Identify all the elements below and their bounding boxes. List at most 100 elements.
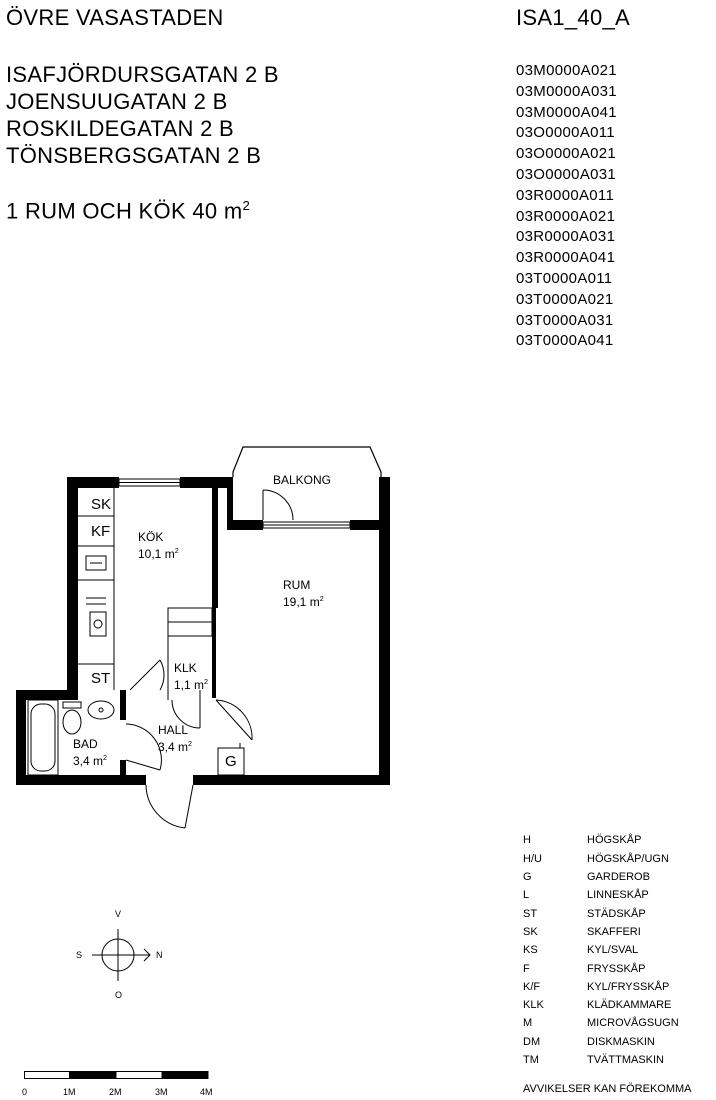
scale-label: 3M xyxy=(155,1087,168,1097)
legend-abbr: KLK xyxy=(523,999,544,1011)
disclaimer: AVVIKELSER KAN FÖREKOMMA xyxy=(523,1083,692,1095)
kitchen-area: 10,1 m2 xyxy=(138,546,179,561)
legend-abbr: KS xyxy=(523,944,538,956)
klk-closet xyxy=(167,607,213,700)
window xyxy=(118,478,181,487)
scale-label: 1M xyxy=(63,1087,76,1097)
room-name: RUM xyxy=(283,578,311,592)
apartment-code: 03R0000A031 xyxy=(516,228,616,246)
room-area: 19,1 m2 xyxy=(283,594,324,609)
apartment-code: 03T0000A021 xyxy=(516,290,614,308)
apartment-code-list: 03M0000A021 03M0000A031 03M0000A041 03O0… xyxy=(516,61,617,352)
balcony-door xyxy=(262,489,294,521)
bathtub xyxy=(27,699,59,776)
legend-abbr: L xyxy=(523,889,530,901)
legend-desc: SKAFFERI xyxy=(587,926,641,938)
apartment-code: 03R0000A021 xyxy=(516,207,616,225)
bathroom-name: BAD xyxy=(73,737,98,751)
apartment-code: 03M0000A041 xyxy=(516,103,617,121)
legend-desc: KYL/FRYSSKÅP xyxy=(587,981,670,993)
legend-desc: MICROVÅGSUGN xyxy=(587,1017,679,1029)
balcony-outline xyxy=(232,446,382,477)
compass-o-label: O xyxy=(115,990,123,1000)
kitchen-counter xyxy=(78,488,115,690)
bathroom-label: BAD 3,4 m2 xyxy=(73,737,107,768)
cabinet-kf-label: KF xyxy=(91,523,111,540)
compass-n-label: N xyxy=(156,950,163,960)
legend-abbr: K/F xyxy=(523,981,541,993)
legend-abbr: H xyxy=(523,834,531,846)
cabinet-st-label: ST xyxy=(91,670,111,687)
apartment-size-text: 1 RUM OCH KÖK 40 m xyxy=(6,198,243,224)
address-line: ISAFJÖRDURSGATAN 2 B xyxy=(6,62,279,87)
apartment-code: 03O0000A031 xyxy=(516,165,617,183)
entrance-door xyxy=(145,784,194,829)
room-door xyxy=(215,699,253,741)
bathroom-door xyxy=(125,723,162,771)
kitchen-name: KÖK xyxy=(138,530,164,544)
kitchen-label: KÖK 10,1 m2 xyxy=(138,530,179,561)
hall-name: HALL xyxy=(158,723,189,737)
walls xyxy=(16,477,390,785)
address-list: ISAFJÖRDURSGATAN 2 B JOENSUUGATAN 2 B RO… xyxy=(6,61,279,169)
apartment-size: 1 RUM OCH KÖK 40 m2 xyxy=(6,192,250,224)
room-label: RUM 19,1 m2 xyxy=(283,578,324,609)
apartment-code: 03M0000A031 xyxy=(516,82,617,100)
address-line: JOENSUUGATAN 2 B xyxy=(6,89,228,114)
apartment-code: 03T0000A031 xyxy=(516,311,614,329)
legend-abbr: DM xyxy=(523,1036,541,1048)
cabinet-sk-label: SK xyxy=(91,496,112,513)
legend-desc: KYL/SVAL xyxy=(587,944,639,956)
window xyxy=(262,521,351,529)
wardrobe xyxy=(217,747,245,776)
sink xyxy=(87,700,115,720)
klk-area: 1,1 m2 xyxy=(174,677,209,692)
wardrobe-label: G xyxy=(225,753,237,770)
legend-desc: STÄDSKÅP xyxy=(587,908,646,920)
kitchen-door xyxy=(129,659,165,691)
district-title: ÖVRE VASASTADEN xyxy=(6,5,224,30)
klk-name: KLK xyxy=(174,661,197,675)
compass-v-label: V xyxy=(115,909,122,919)
apartment-code: 03R0000A041 xyxy=(516,249,616,267)
legend-desc: LINNESKÅP xyxy=(587,889,649,901)
type-code: ISA1_40_A xyxy=(516,5,631,30)
apartment-code: 03O0000A021 xyxy=(516,145,617,163)
scale-bar xyxy=(24,1071,209,1079)
legend-desc: KLÄDKAMMARE xyxy=(587,999,672,1011)
klk-label: KLK 1,1 m2 xyxy=(174,661,208,692)
apartment-code: 03M0000A021 xyxy=(516,62,617,79)
legend-abbr: M xyxy=(523,1017,533,1029)
legend-abbr: H/U xyxy=(523,853,542,865)
apartment-code: 03T0000A041 xyxy=(516,332,614,350)
hall-label: HALL 3,4 m2 xyxy=(158,723,192,754)
scale-label: 2M xyxy=(109,1087,122,1097)
compass-s-label: S xyxy=(76,950,83,960)
legend-abbr: F xyxy=(523,963,530,975)
legend-desc: HÖGSKÅP/UGN xyxy=(587,853,669,865)
scale-label: 4M xyxy=(200,1087,213,1097)
hall-area: 3,4 m2 xyxy=(158,739,193,754)
legend-abbr: SK xyxy=(523,926,538,938)
balcony-label: BALKONG xyxy=(273,473,332,487)
toilet xyxy=(62,701,82,735)
apartment-size-sup: 2 xyxy=(242,198,251,213)
legend-desc: TVÄTTMASKIN xyxy=(587,1054,665,1066)
apartment-code: 03O0000A011 xyxy=(516,124,615,142)
klk-door xyxy=(171,690,201,729)
scale-label: 0 xyxy=(22,1087,28,1097)
apartment-code: 03T0000A011 xyxy=(516,269,613,287)
legend-abbr: G xyxy=(523,871,532,883)
legend-desc: DISKMASKIN xyxy=(587,1036,655,1048)
address-line: TÖNSBERGSGATAN 2 B xyxy=(6,143,262,168)
legend-desc: FRYSSKÅP xyxy=(587,963,646,975)
legend-abbr: ST xyxy=(523,908,538,920)
compass-icon xyxy=(92,929,151,981)
apartment-code: 03R0000A011 xyxy=(516,186,615,204)
address-line: ROSKILDEGATAN 2 B xyxy=(6,116,235,141)
legend-desc: GARDEROB xyxy=(587,871,650,883)
bathroom-area: 3,4 m2 xyxy=(73,753,108,768)
legend-desc: HÖGSKÅP xyxy=(587,834,642,846)
legend-abbr: TM xyxy=(523,1054,539,1066)
